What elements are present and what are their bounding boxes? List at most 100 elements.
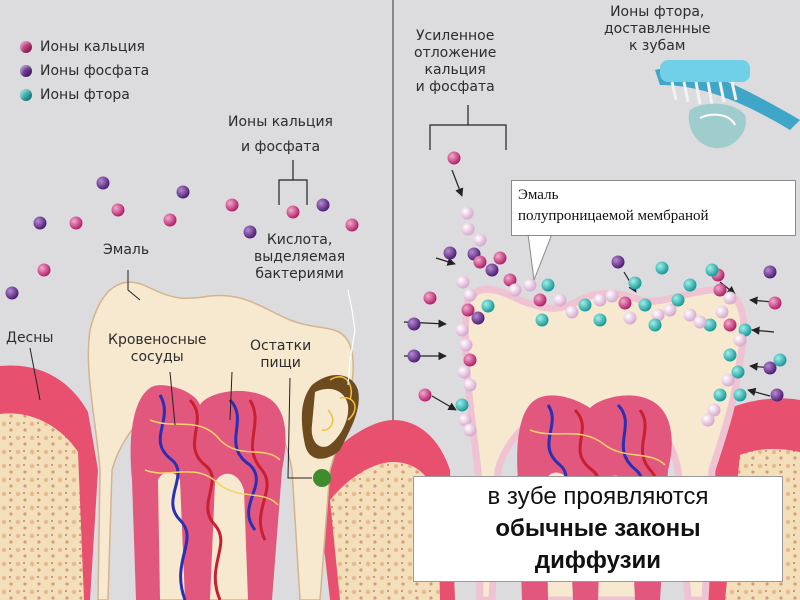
phosphate-ion <box>97 177 110 190</box>
ion-light <box>462 223 475 236</box>
summary-line-bold: обычные законы <box>495 513 700 545</box>
ion-light <box>702 414 715 427</box>
fluoride-ion <box>724 349 737 362</box>
phosphate-ion <box>317 199 330 212</box>
fluoride-ion <box>706 264 719 277</box>
fluoride-ion <box>594 314 607 327</box>
fluoride-ion <box>639 299 652 312</box>
ion-light <box>474 234 487 247</box>
ion-light <box>594 294 607 307</box>
legend-item-phosphate: Ионы фосфата <box>20 62 149 80</box>
ion-light <box>554 294 567 307</box>
ion-light <box>734 334 747 347</box>
food-debris <box>313 469 331 487</box>
phosphate-ion <box>444 247 457 260</box>
calcium-ion <box>534 294 547 307</box>
legend-label: Ионы фосфата <box>40 63 149 79</box>
calcium-ion-icon <box>20 41 32 53</box>
calcium-ion <box>494 252 507 265</box>
fluoride-ion <box>672 294 685 307</box>
toothbrush-icon <box>655 60 800 148</box>
phosphate-ion <box>764 266 777 279</box>
calcium-ion <box>769 297 782 310</box>
calcium-ion <box>724 319 737 332</box>
calcium-ion <box>424 292 437 305</box>
ion-light <box>724 292 737 305</box>
diffusion-arrow <box>752 330 774 332</box>
ion-light <box>694 316 707 329</box>
diffusion-arrow <box>452 170 462 196</box>
calcium-ion <box>287 206 300 219</box>
calcium-ion <box>619 297 632 310</box>
fluoride-ion <box>482 300 495 313</box>
legend-label: Ионы фтора <box>40 87 130 103</box>
fluoride-ion <box>579 299 592 312</box>
fluoride-ion <box>456 399 469 412</box>
phosphate-ion <box>408 350 421 363</box>
phosphate-ion <box>6 287 19 300</box>
ion-light <box>464 424 477 437</box>
ion-light <box>606 290 619 303</box>
phosphate-ion <box>771 389 784 402</box>
ion-light <box>458 366 471 379</box>
legend-label: Ионы кальция <box>40 39 145 55</box>
fluoride-ion <box>649 319 662 332</box>
ion-light <box>716 306 729 319</box>
fluoride-ion <box>774 354 787 367</box>
calcium-ion <box>164 214 177 227</box>
ion-light <box>457 276 470 289</box>
calcium-ion <box>70 217 83 230</box>
summary-line-bold: диффузии <box>535 545 661 577</box>
fluoride-ion <box>536 314 549 327</box>
ion-light <box>456 324 469 337</box>
callout-line: полупроницаемой мембраной <box>518 206 789 227</box>
calcium-ion <box>226 199 239 212</box>
left-tooth-scene <box>0 160 393 600</box>
legend-item-fluoride: Ионы фтора <box>20 86 130 104</box>
phosphate-ion-icon <box>20 65 32 77</box>
enamel-membrane-callout: Эмаль полупроницаемой мембраной <box>511 180 796 236</box>
ion-light <box>464 379 477 392</box>
label-gums: Десны <box>6 330 53 347</box>
calcium-ion <box>474 256 487 269</box>
diffusion-arrow <box>748 390 770 396</box>
calcium-ion <box>419 389 432 402</box>
phosphate-ion <box>177 186 190 199</box>
fluoride-ion <box>684 279 697 292</box>
phosphate-ion <box>486 264 499 277</box>
summary-line: в зубе проявляются <box>488 481 709 513</box>
calcium-ion <box>112 204 125 217</box>
calcium-ion <box>464 354 477 367</box>
calcium-ion <box>346 219 359 232</box>
ion-light <box>722 374 735 387</box>
fluoride-ion <box>629 277 642 290</box>
ion-light <box>461 207 474 220</box>
phosphate-ion <box>612 256 625 269</box>
legend-item-calcium: Ионы кальция <box>20 38 145 56</box>
label-enamel: Эмаль <box>103 242 149 259</box>
ion-light <box>566 306 579 319</box>
phosphate-ion <box>408 318 421 331</box>
diffusion-arrow <box>432 396 456 410</box>
label-fluoride-delivered: Ионы фтора,доставленныек зубам <box>604 4 710 55</box>
fluoride-ion <box>714 389 727 402</box>
fluoride-ion-icon <box>20 89 32 101</box>
phosphate-ion <box>34 217 47 230</box>
fluoride-ion <box>656 262 669 275</box>
calcium-ion <box>448 152 461 165</box>
ion-light <box>624 312 637 325</box>
left-pulp <box>131 385 286 600</box>
callout-pointer <box>520 234 560 284</box>
ion-light <box>460 339 473 352</box>
phosphate-ion <box>472 312 485 325</box>
calcium-ion <box>38 264 51 277</box>
label-enhanced-deposition: Усиленноеотложение кальцияи фосфата <box>414 28 496 96</box>
callout-line: Эмаль <box>518 185 789 206</box>
ion-light <box>464 289 477 302</box>
ion-light <box>509 284 522 297</box>
